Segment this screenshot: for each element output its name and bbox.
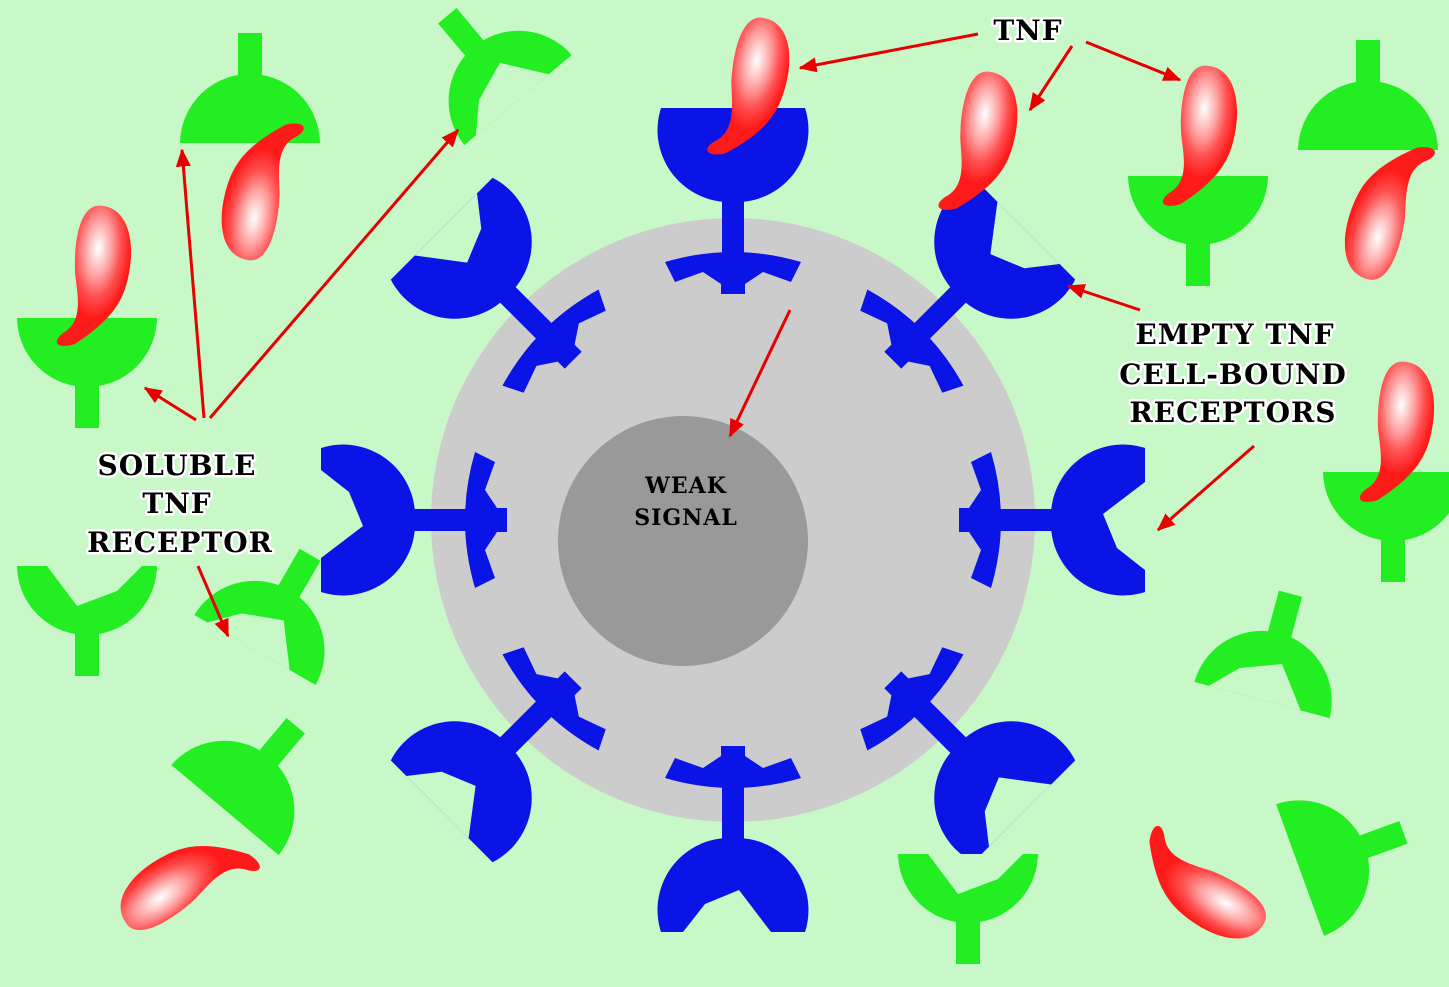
- tnf-molecule: [1345, 147, 1435, 280]
- arrow-soluble-3: [143, 386, 197, 422]
- cell-bound-receptors: [321, 108, 1145, 932]
- soluble-receptor: [17, 566, 157, 676]
- soluble-receptor: [1323, 472, 1449, 582]
- soluble-receptor: [17, 318, 157, 428]
- soluble-receptor: [1194, 590, 1332, 719]
- tnf-molecule: [56, 205, 132, 346]
- label-soluble-line1: SOLUBLE: [98, 449, 257, 482]
- tnf-molecule: [221, 123, 304, 261]
- arrow-soluble-4: [196, 565, 230, 638]
- cell-receptor: [390, 647, 606, 863]
- label-nucleus-line1: WEAK: [644, 473, 727, 499]
- cell-receptor: [860, 177, 1076, 393]
- label-empty-line2: CELL-BOUND: [1119, 358, 1347, 391]
- labels: TNF SOLUBLE TNF RECEPTOR EMPTY TNF CELL-…: [85, 12, 1349, 562]
- arrow-tnf-1: [798, 32, 979, 73]
- label-soluble-line3: RECEPTOR: [87, 526, 273, 559]
- cell-receptor: [657, 108, 809, 294]
- arrow-soluble-1: [175, 148, 206, 419]
- arrow-tnf-3: [1085, 40, 1182, 82]
- cell-receptor: [390, 177, 606, 393]
- tnf-molecules: [56, 17, 1435, 939]
- soluble-receptor: [898, 854, 1038, 964]
- soluble-receptor: [1298, 40, 1438, 150]
- tnf-molecule: [938, 71, 1018, 210]
- arrow-tnf-2: [1028, 45, 1074, 112]
- arrow-empty-1: [1066, 284, 1141, 312]
- soluble-receptor: [171, 718, 305, 855]
- tnf-molecule: [1359, 361, 1435, 502]
- tnf-molecule: [1162, 65, 1238, 206]
- tnf-molecule: [707, 17, 790, 155]
- label-tnf: TNF: [993, 14, 1062, 47]
- cell-receptor: [321, 444, 507, 596]
- tnf-molecule: [1149, 825, 1266, 939]
- soluble-receptor: [1276, 800, 1408, 936]
- label-nucleus-line2: SIGNAL: [634, 505, 738, 531]
- soluble-receptor: [438, 8, 572, 145]
- nucleus: [558, 416, 808, 666]
- arrow-soluble-2: [208, 128, 460, 419]
- arrow-weak-signal: [728, 309, 792, 438]
- cell: [431, 218, 1035, 822]
- arrows: [143, 32, 1255, 638]
- cell-receptor: [860, 647, 1076, 863]
- tnf-molecule: [120, 846, 260, 930]
- label-empty-line3: RECEPTORS: [1129, 396, 1336, 429]
- soluble-receptor: [180, 33, 320, 143]
- soluble-receptor: [1128, 176, 1268, 286]
- label-soluble-line2: TNF: [142, 487, 211, 520]
- cell-receptor: [657, 746, 809, 932]
- arrow-empty-2: [1156, 444, 1255, 532]
- soluble-receptors: [17, 8, 1449, 964]
- cell-receptor: [959, 444, 1145, 596]
- label-empty-line1: EMPTY TNF: [1135, 318, 1334, 351]
